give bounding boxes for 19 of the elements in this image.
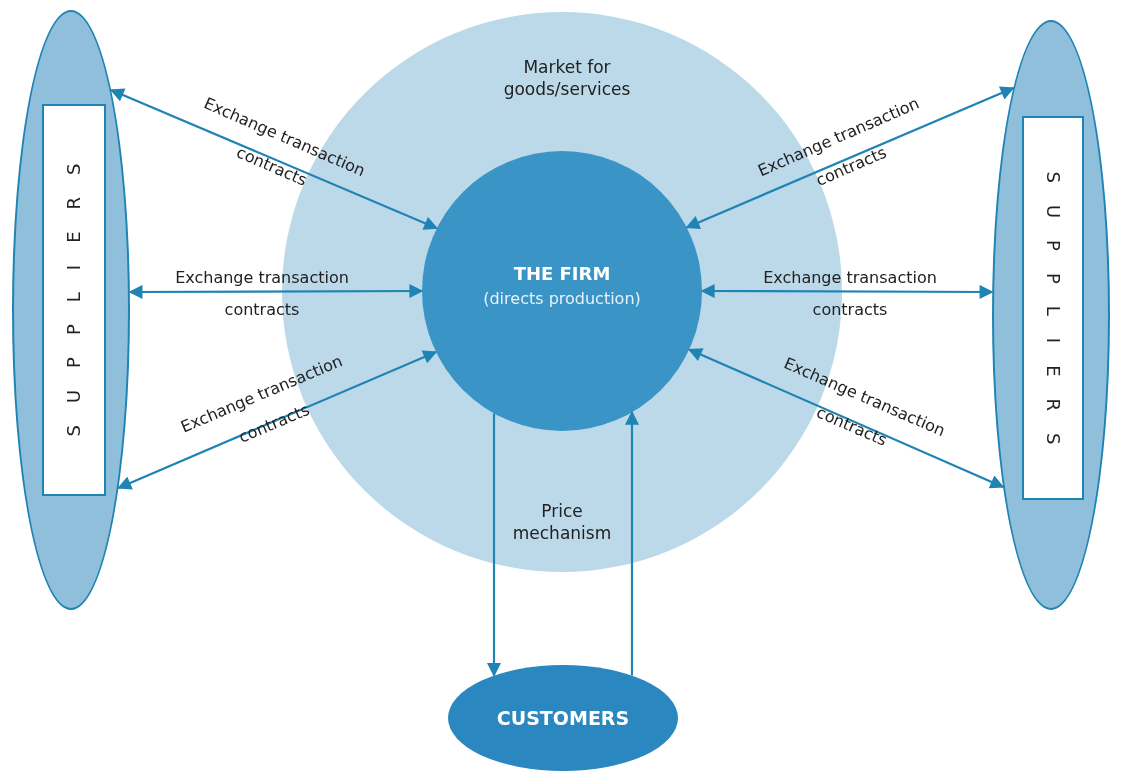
edge-label: Exchange transaction contracts bbox=[174, 267, 350, 321]
supplier-panel bbox=[1022, 116, 1084, 500]
arrow bbox=[128, 284, 424, 299]
supplier-panel bbox=[42, 104, 106, 496]
customer-label: CUSTOMERS bbox=[495, 707, 631, 729]
market-label: Market for goods/services bbox=[502, 56, 632, 100]
arrow bbox=[487, 413, 501, 677]
arrow bbox=[685, 86, 1015, 229]
edge-label: Exchange transaction contracts bbox=[762, 267, 938, 321]
arrow bbox=[700, 284, 994, 299]
firm-subtitle: (directs production) bbox=[482, 288, 642, 310]
firm-title: THE FIRM bbox=[512, 263, 612, 285]
arrow bbox=[117, 350, 438, 490]
supplier-label: SUPPLIERS bbox=[1044, 170, 1062, 467]
arrow bbox=[687, 348, 1005, 489]
arrow bbox=[109, 88, 439, 230]
supplier-label: SUPPLIERS bbox=[65, 141, 83, 439]
arrow bbox=[625, 410, 639, 676]
label-text: Price mechanism bbox=[511, 500, 613, 544]
